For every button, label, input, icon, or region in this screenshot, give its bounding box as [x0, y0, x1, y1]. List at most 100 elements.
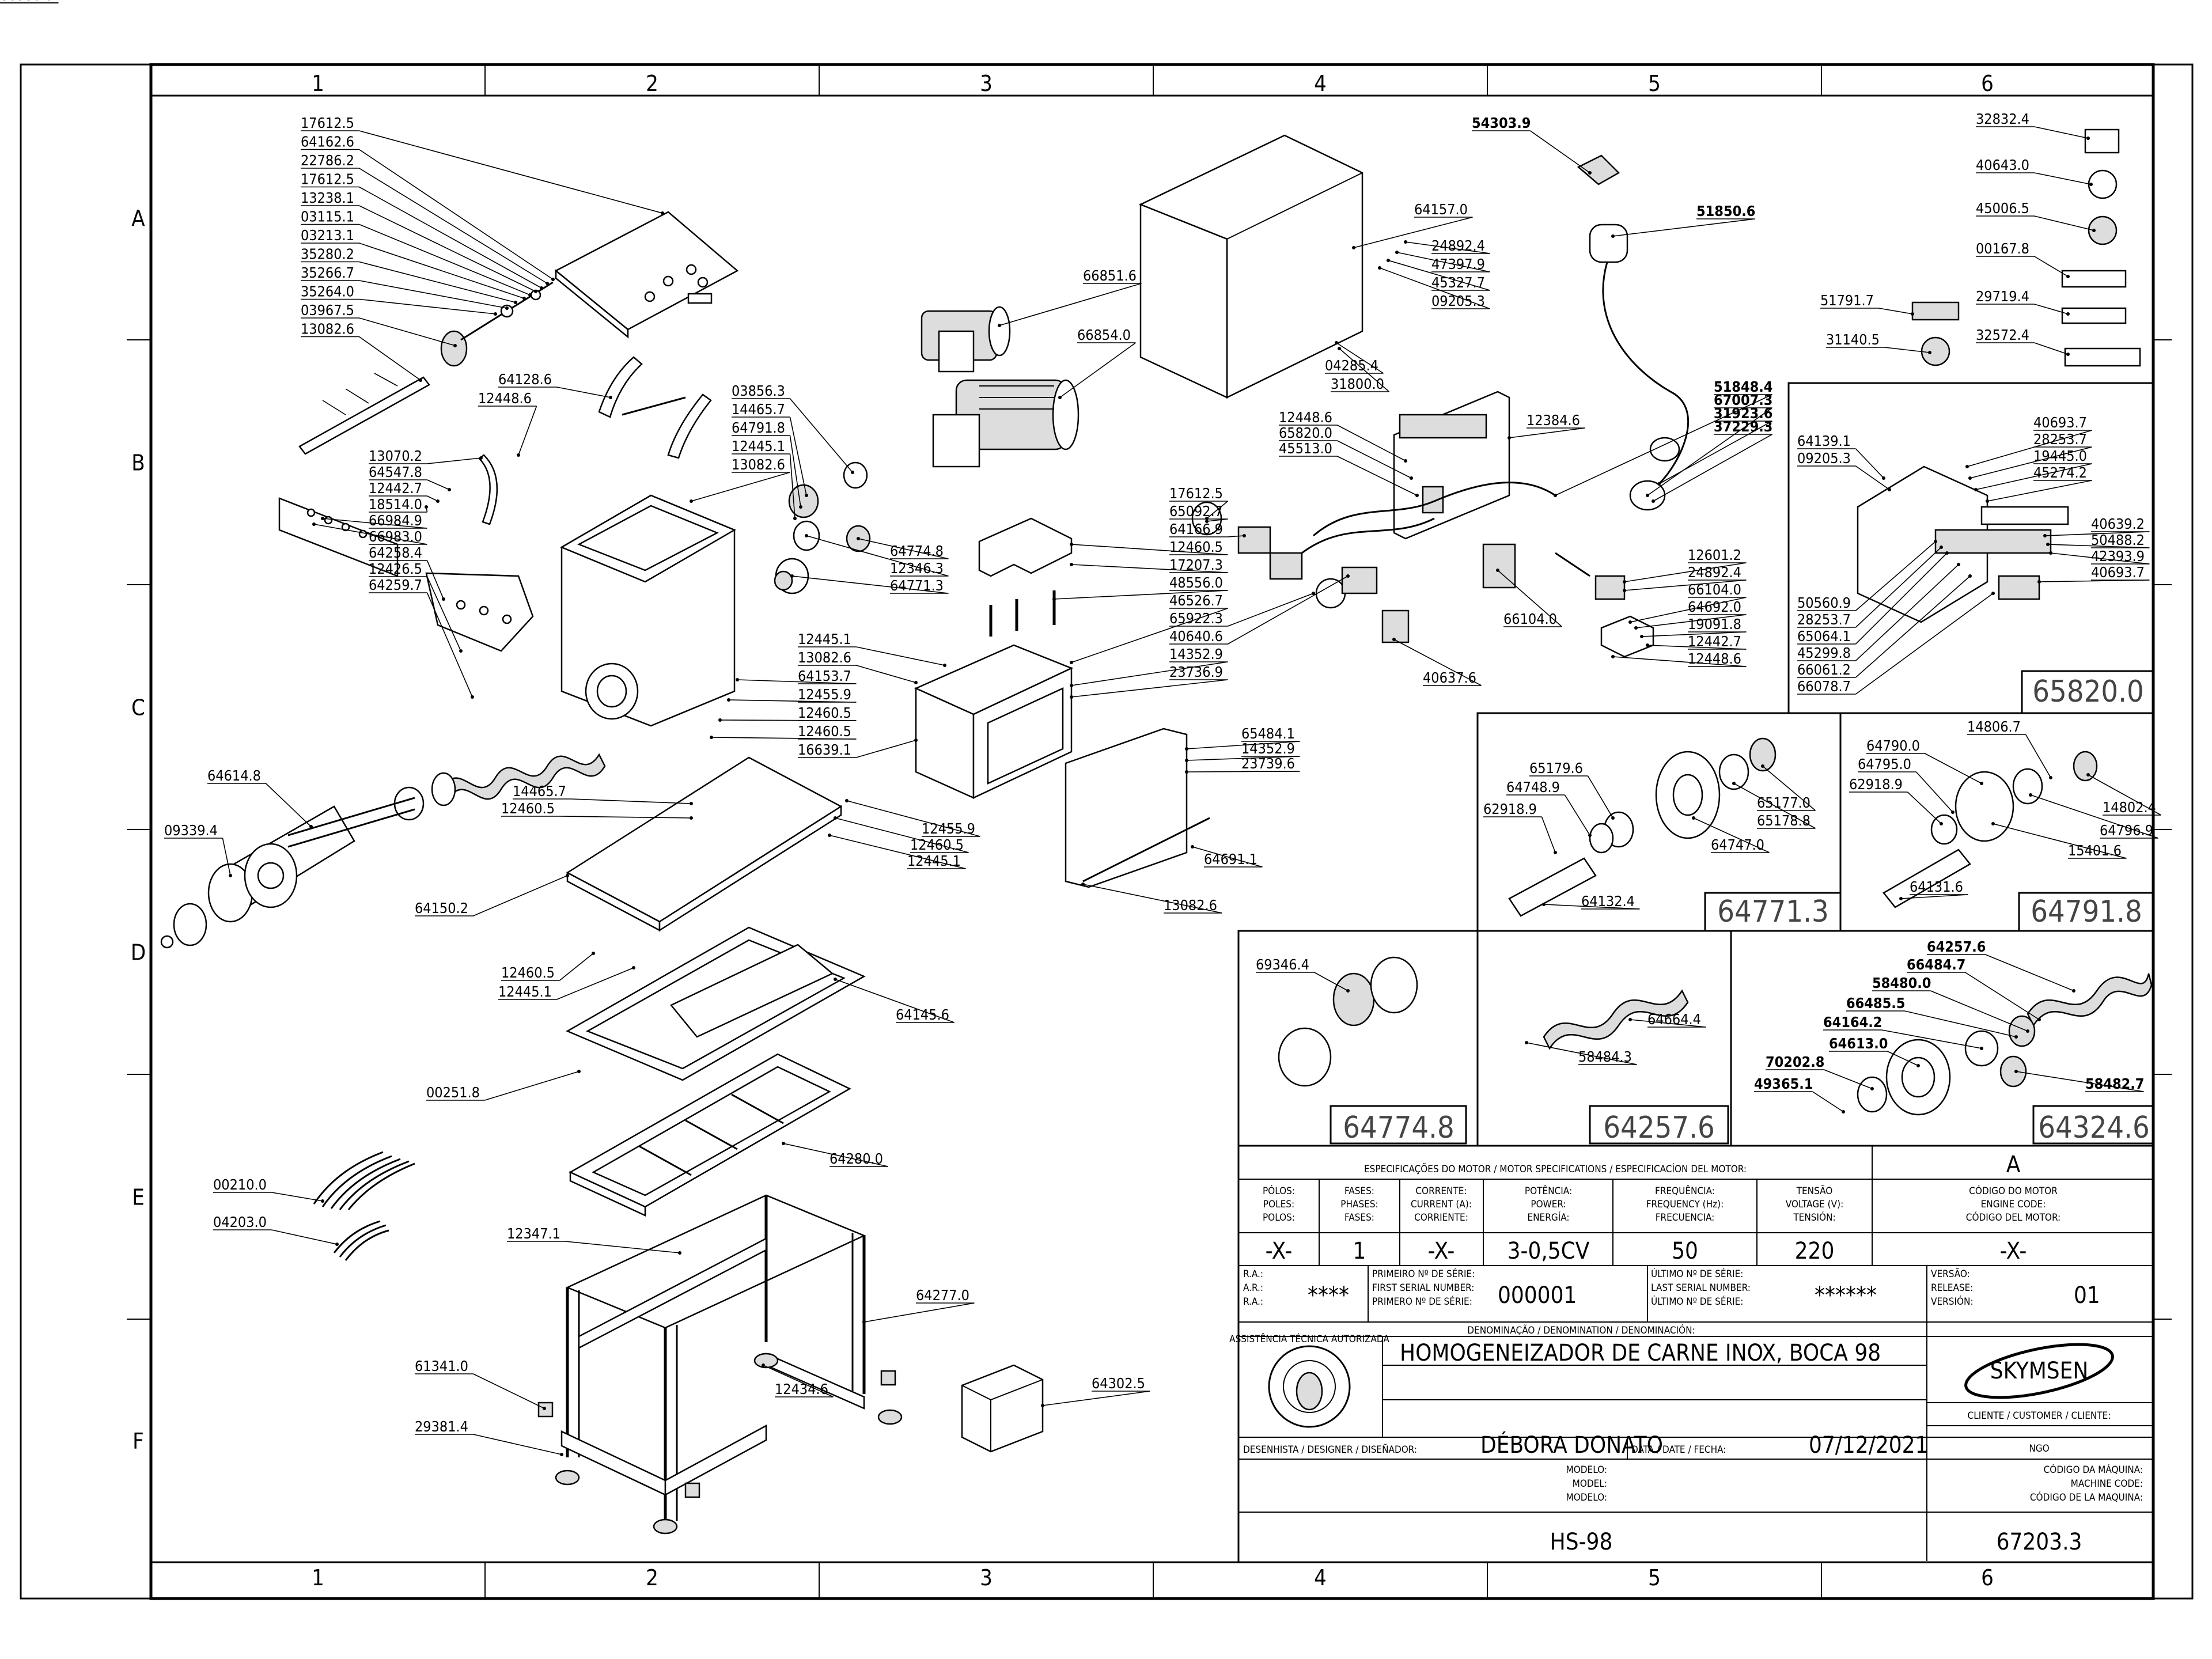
client-value: NGO	[2029, 1443, 2049, 1455]
part-number-callout: 65484.1	[1241, 725, 1295, 742]
springs-left	[313, 1151, 415, 1261]
part-number-callout: 12460.5	[910, 836, 964, 853]
model-value: HS-98	[1550, 1529, 1613, 1555]
detail-box-65820	[1787, 382, 2154, 714]
part-number-callout: 29719.4	[1976, 288, 2029, 305]
part-number-callout: 64277.0	[916, 1287, 969, 1304]
spec-value: 3-0,5CV	[1508, 1238, 1590, 1264]
electrical-panel	[1301, 391, 1556, 554]
spec-label: TENSÃO	[1796, 1184, 1833, 1197]
denomination-header: DENOMINAÇÃO / DENOMINATION / DENOMINACIÓ…	[1467, 1324, 1695, 1336]
part-number-callout: 64258.4	[0, 0, 54, 3]
part-number-callout: 04203.0	[213, 1214, 267, 1230]
grid-col-label: 3	[980, 71, 993, 96]
part-number-callout: 12445.1	[907, 853, 961, 869]
machine-code: 67203.3	[1997, 1529, 2082, 1555]
part-number-callout: 12434.6	[775, 1381, 828, 1397]
part-number-callout: 13082.6	[301, 321, 354, 338]
part-number-callout: 12346.3	[890, 560, 944, 577]
part-number-callout: 28253.7	[1797, 611, 1851, 628]
part-number-callout: 65178.8	[1757, 812, 1810, 829]
part-number-callout: 03213.1	[301, 227, 354, 244]
ra-label: R.A.:	[1243, 1268, 1263, 1280]
spec-label: FRECUENCIA:	[1656, 1212, 1715, 1224]
grid-col-label: 6	[1981, 71, 1994, 96]
cylinder-housing	[160, 797, 415, 949]
spec-label: TENSIÓN:	[1793, 1211, 1835, 1224]
part-number-callout: 03115.1	[301, 209, 354, 225]
part-number-callout: 45274.2	[2033, 464, 2087, 481]
part-number-callout: 13082.6	[798, 649, 851, 666]
version-label: RELEASE:	[1931, 1282, 1973, 1294]
part-number-callout: 66485.5	[1846, 995, 1905, 1012]
frame-upper	[566, 926, 866, 1081]
part-number-callout: 14352.9	[1241, 740, 1295, 757]
part-number-callout: 40639.2	[2091, 516, 2145, 532]
part-number-callout: 31140.5	[1826, 331, 1880, 348]
grid-row-label: B	[131, 450, 145, 476]
rail-bar	[298, 373, 430, 455]
part-number-callout: 42393.9	[2091, 548, 2145, 565]
machine-code-label: MACHINE CODE:	[2071, 1478, 2143, 1490]
part-number-callout: 13082.6	[732, 456, 785, 473]
part-number-callout: 12460.5	[501, 800, 555, 817]
part-number-callout: 65177.0	[1757, 794, 1810, 811]
part-number-callout: 66983.0	[0, 0, 54, 3]
part-number-callout: 64162.6	[301, 134, 354, 150]
part-number-callout: 09205.3	[1797, 450, 1851, 467]
part-number-callout: 45299.8	[1797, 645, 1851, 661]
part-number-callout: 64139.1	[1797, 433, 1851, 449]
spec-label: FREQUÊNCIA:	[1655, 1184, 1715, 1197]
part-number-callout: 65922.3	[1169, 610, 1223, 627]
top-plate	[554, 211, 739, 339]
part-number-callout: 66854.0	[1077, 327, 1131, 343]
part-number-callout: 64747.0	[1711, 836, 1764, 853]
part-number-callout: 12460.5	[798, 704, 851, 721]
part-number-callout: 12460.5	[1169, 539, 1223, 555]
part-number-callout: 12455.9	[798, 686, 851, 703]
detail-title: 65820.0	[2032, 675, 2143, 709]
date-label: DATA / DATE / FECHA:	[1631, 1444, 1726, 1456]
part-number-callout: 48556.0	[1169, 574, 1223, 591]
grid-col-label: 4	[1314, 1565, 1327, 1590]
part-number-callout: 67007.3	[1714, 392, 1772, 408]
spec-value: 1	[1353, 1238, 1366, 1264]
part-number-callout: 40643.0	[1976, 157, 2029, 173]
part-number-callout: 64164.2	[1823, 1014, 1882, 1031]
part-number-callout: 64791.8	[732, 419, 785, 436]
part-number-callout: 09205.3	[1431, 293, 1485, 309]
part-number-callout: 65092.7	[1169, 503, 1223, 520]
designer-name: DÉBORA DONATO	[1480, 1431, 1663, 1459]
last-serial-label: ÚLTIMO Nº DE SÉRIE:	[1651, 1267, 1743, 1280]
part-number-callout: 40640.6	[1169, 628, 1223, 645]
ladder-tray	[569, 1053, 851, 1217]
part-number-callout: 28253.7	[2033, 431, 2087, 448]
denomination: HOMOGENEIZADOR DE CARNE INOX, BOCA 98	[1400, 1340, 1881, 1366]
part-number-callout: 17612.5	[301, 171, 354, 188]
part-number-callout: 64132.4	[1581, 893, 1635, 910]
part-number-callout: 64302.5	[1092, 1375, 1145, 1392]
part-number-callout: 35264.0	[301, 283, 354, 300]
grid-col-label: 2	[646, 1565, 658, 1590]
part-number-callout: 23739.6	[1241, 755, 1295, 772]
part-number-callout: 12347.1	[507, 1225, 560, 1242]
part-number-callout: 66078.7	[1797, 678, 1851, 695]
part-number-callout: 35266.7	[301, 264, 354, 281]
part-number-callout: 00210.0	[213, 1176, 267, 1193]
first-serial-label: PRIMEIRO Nº DE SÉRIE:	[1372, 1267, 1475, 1280]
part-number-callout: 18514.0	[369, 496, 422, 513]
part-number-callout: 64153.7	[798, 668, 851, 684]
part-number-callout: 50560.9	[1797, 594, 1851, 611]
part-number-callout: 64748.9	[1506, 779, 1560, 796]
part-number-callout: 64613.0	[1829, 1035, 1888, 1052]
grid-row-label: F	[132, 1429, 144, 1454]
part-number-callout: 12601.2	[1688, 547, 1741, 563]
part-number-callout: 66061.2	[1797, 661, 1851, 678]
grid-col-label: 3	[980, 1565, 993, 1590]
part-number-callout: 64614.8	[207, 767, 261, 784]
control-box	[914, 644, 1074, 799]
part-number-callout: 03967.5	[301, 302, 354, 319]
part-number-callout: 00167.8	[1976, 240, 2029, 257]
part-number-callout: 12448.6	[478, 390, 532, 407]
